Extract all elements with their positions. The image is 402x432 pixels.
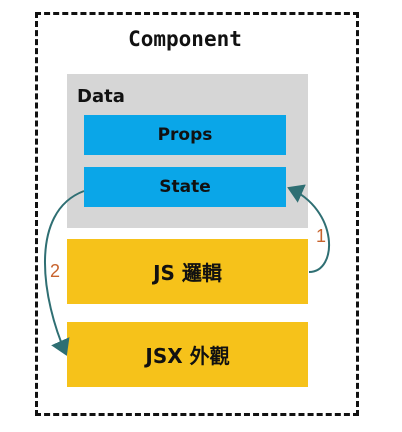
arrow-label-1: 1 bbox=[316, 226, 327, 246]
jsx-view-label: JSX 外觀 bbox=[145, 344, 230, 368]
component-frame bbox=[35, 12, 359, 416]
data-label: Data bbox=[77, 86, 125, 107]
js-logic-label: JS 邏輯 bbox=[153, 261, 222, 285]
component-title: Component bbox=[128, 27, 242, 51]
jsx-view-box: JSX 外觀 bbox=[67, 322, 308, 387]
arrow-label-2: 2 bbox=[50, 261, 61, 281]
props-box: Props bbox=[84, 115, 286, 155]
state-box: State bbox=[84, 167, 286, 207]
js-logic-box: JS 邏輯 bbox=[67, 239, 308, 304]
props-label: Props bbox=[157, 125, 213, 145]
state-label: State bbox=[159, 177, 211, 197]
